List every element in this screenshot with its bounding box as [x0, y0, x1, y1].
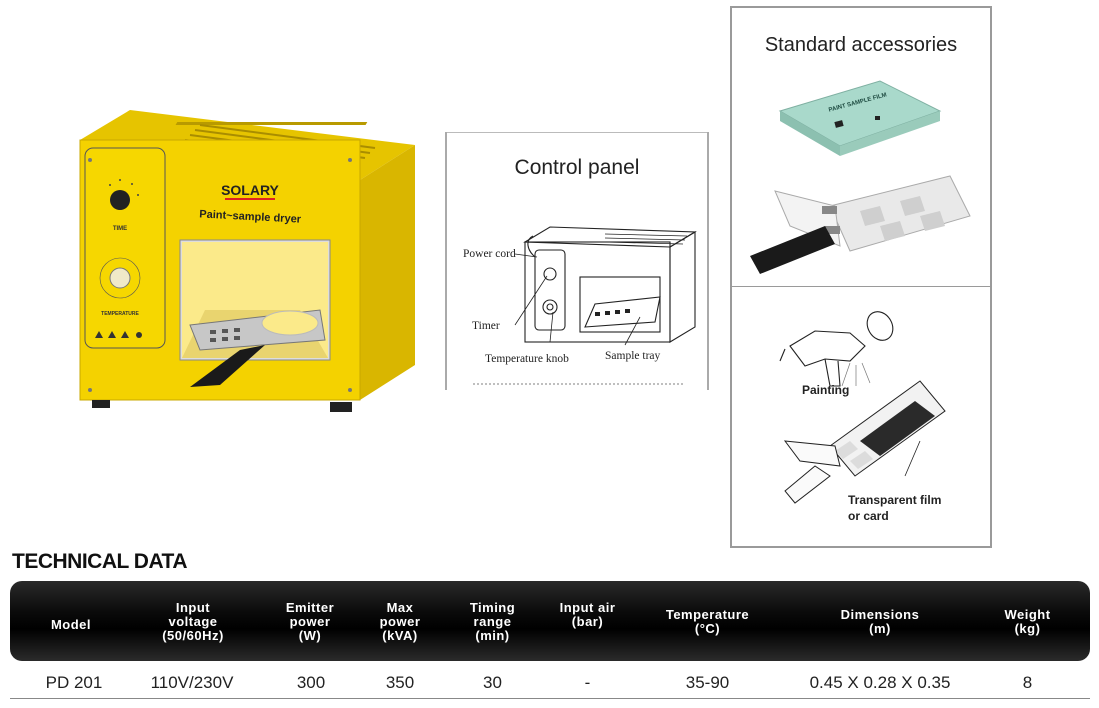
product-photo: TIME TEMPERATURE SOLARY Paint~sample dry… — [70, 100, 420, 420]
timer-label: Timer — [472, 320, 500, 332]
film-card-label-1: Transparent film — [848, 493, 941, 507]
knob-label-time: TIME — [113, 226, 127, 232]
table-bottom-rule — [10, 698, 1090, 699]
cell-temperature: 35-90 — [685, 673, 730, 692]
header-weight: Weight(kg) — [1004, 607, 1051, 636]
control-panel-section: Control panel Power cord Timer Temp — [445, 132, 709, 390]
brand-logo: SOLARY — [221, 182, 279, 198]
cell-timing-range: 30 — [483, 673, 502, 692]
accessories-section: Standard accessories PAINT SAMPLE FILM P… — [730, 6, 992, 548]
film-card-label-2: or card — [848, 509, 889, 523]
cell-dimensions: 0.45 X 0.28 X 0.35 — [809, 673, 951, 692]
power-cord-label: Power cord — [463, 248, 516, 260]
header-dimensions: Dimensions(m) — [840, 607, 920, 636]
cell-model: PD 201 — [45, 673, 103, 692]
header-temperature: Temperature(°C) — [665, 607, 750, 636]
technical-data-title: TECHNICAL DATA — [12, 550, 188, 573]
cell-input-voltage: 110V/230V — [150, 673, 234, 692]
painting-label: Painting — [802, 383, 849, 397]
device-label: Paint~sample dryer — [199, 208, 302, 225]
cell-weight: 8 — [1022, 673, 1033, 692]
header-model: Model — [50, 617, 92, 632]
sample-tray-label: Sample tray — [605, 350, 660, 362]
knob-label-temperature: TEMPERATURE — [101, 311, 139, 317]
cell-input-air: - — [584, 673, 591, 692]
cell-max-power: 350 — [385, 673, 415, 692]
header-input-air: Input air(bar) — [559, 600, 616, 629]
accessories-title: Standard accessories — [764, 34, 958, 56]
cell-emitter-power: 300 — [296, 673, 326, 692]
control-panel-title: Control panel — [514, 156, 640, 179]
temperature-knob-label: Temperature knob — [485, 353, 569, 365]
